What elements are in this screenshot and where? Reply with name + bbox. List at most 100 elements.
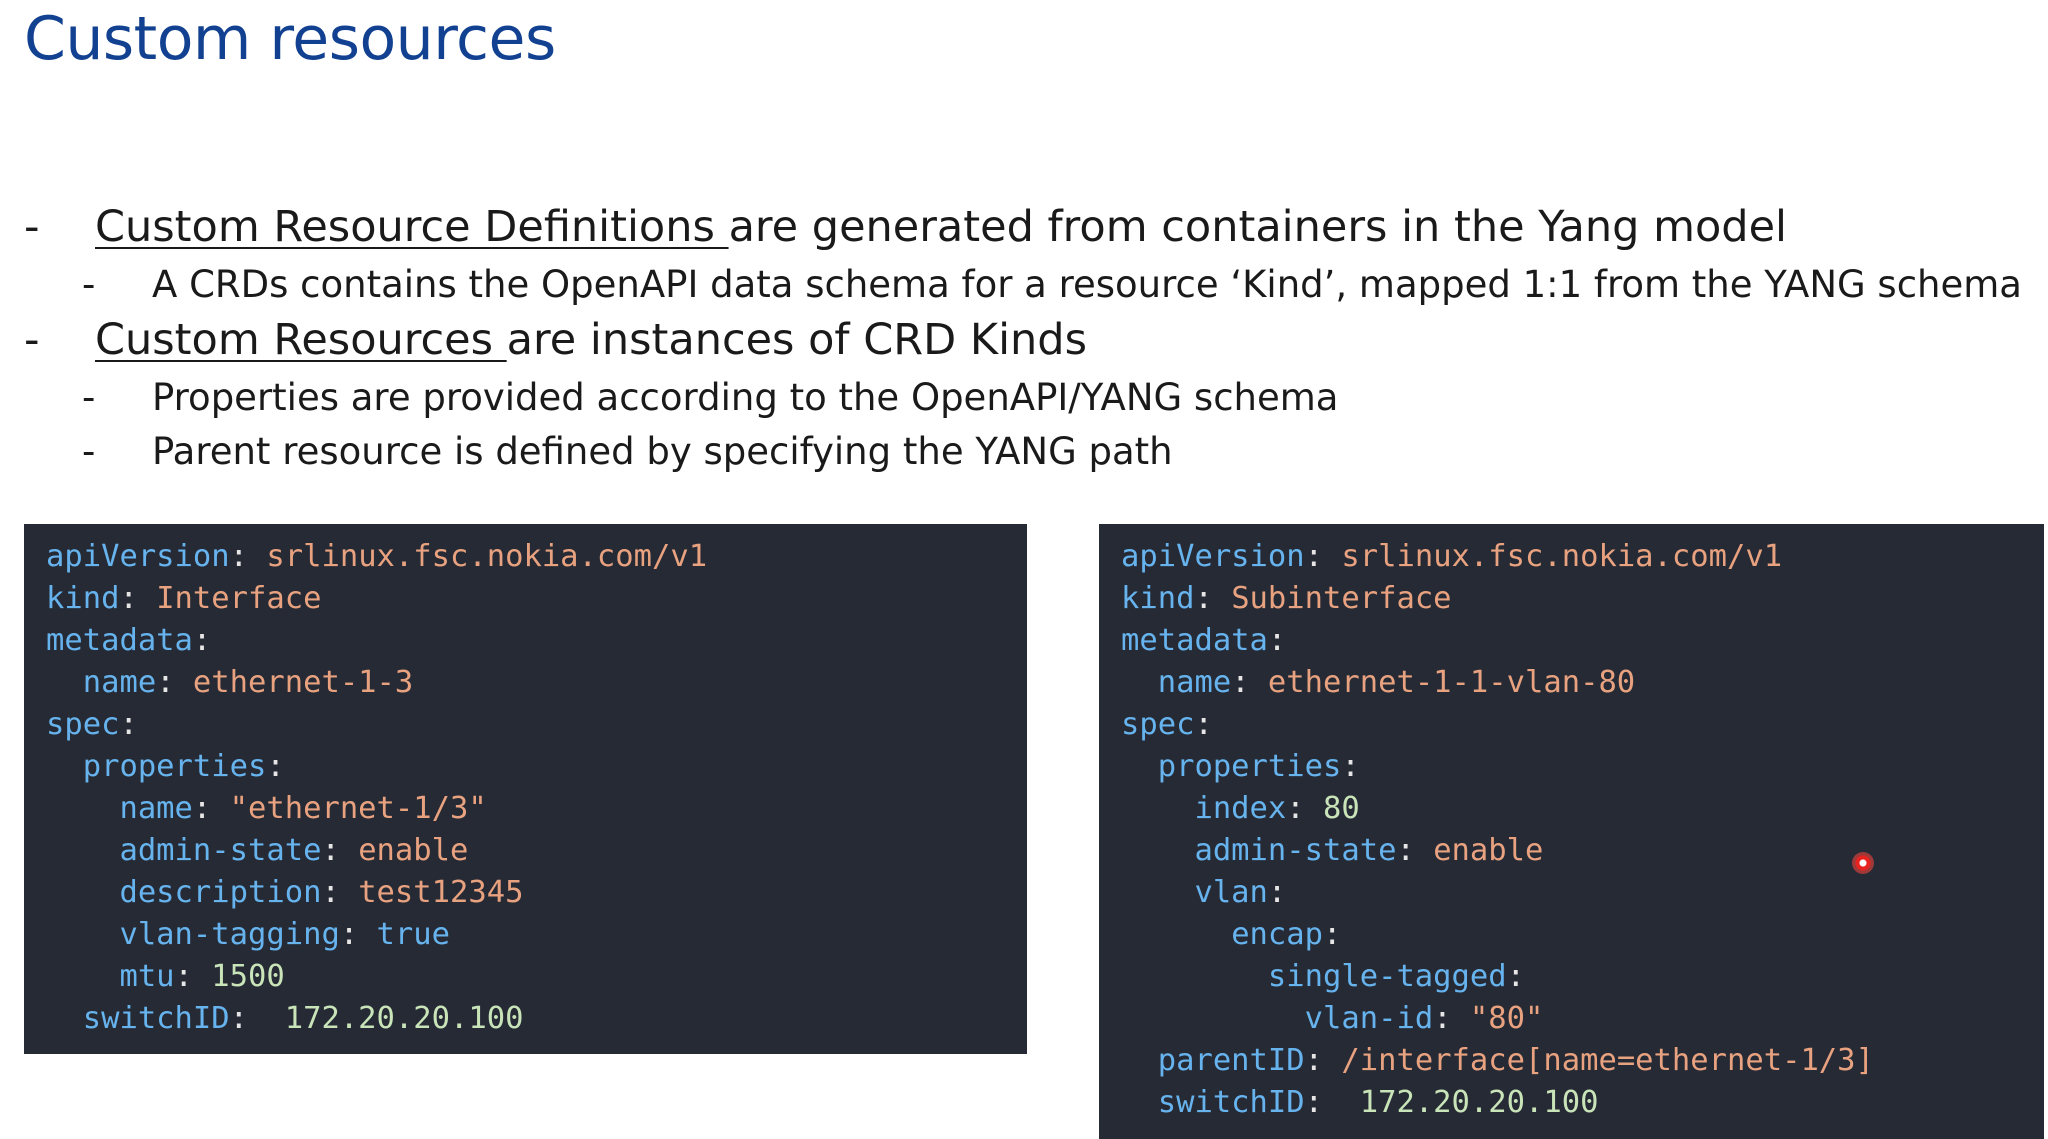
yaml-separator: : — [1304, 539, 1342, 574]
yaml-value: Interface — [156, 581, 322, 616]
yaml-value: "ethernet-1/3" — [229, 791, 487, 826]
code-line: admin-state: enable — [1121, 830, 2044, 872]
yaml-value: ethernet-1-1-vlan-80 — [1267, 665, 1636, 700]
code-line: admin-state: enable — [46, 830, 1027, 872]
sub-bullet-parent: Parent resource is defined by specifying… — [152, 430, 1173, 473]
yaml-value: enable — [358, 833, 469, 868]
yaml-key: name — [82, 665, 157, 700]
code-line: metadata: — [1121, 620, 2044, 662]
yaml-key: name — [1157, 665, 1232, 700]
yaml-key: single-tagged — [1267, 959, 1507, 994]
code-line: properties: — [1121, 746, 2044, 788]
yaml-key: vlan — [1194, 875, 1268, 910]
code-line: spec: — [46, 704, 1027, 746]
yaml-separator: : — [192, 623, 212, 658]
yaml-value: 80 — [1323, 791, 1360, 826]
yaml-value: enable — [1433, 833, 1544, 868]
code-indent — [46, 791, 119, 826]
code-line: mtu: 1500 — [46, 956, 1027, 998]
yaml-key: encap — [1231, 917, 1324, 952]
crd-link[interactable]: Custom Resource Definitions — [95, 202, 729, 252]
code-indent — [1121, 917, 1231, 952]
code-line: name: ethernet-1-3 — [46, 662, 1027, 704]
code-line: parentID: /interface[name=ethernet-1/3] — [1121, 1040, 2044, 1082]
code-line: apiVersion: srlinux.fsc.nokia.com/v1 — [1121, 536, 2044, 578]
bullet-cr-text: are instances of CRD Kinds — [506, 315, 1088, 365]
cr-link[interactable]: Custom Resources — [95, 315, 507, 365]
yaml-key: apiVersion — [46, 539, 230, 574]
yaml-separator: : — [192, 791, 230, 826]
yaml-separator: : — [1194, 581, 1232, 616]
code-line: index: 80 — [1121, 788, 2044, 830]
laser-pointer-icon — [1852, 852, 1874, 874]
code-line: metadata: — [46, 620, 1027, 662]
yaml-separator: : — [321, 875, 359, 910]
yaml-value: true — [376, 917, 450, 952]
code-indent — [1121, 875, 1194, 910]
code-indent — [1121, 665, 1158, 700]
code-line: name: ethernet-1-1-vlan-80 — [1121, 662, 2044, 704]
yaml-separator: : — [1323, 917, 1342, 952]
yaml-separator: : — [1267, 875, 1287, 910]
code-indent — [46, 875, 119, 910]
code-indent — [1121, 791, 1194, 826]
yaml-separator: : — [229, 539, 267, 574]
yaml-key: parentID — [1157, 1043, 1305, 1078]
yaml-value: 1500 — [211, 959, 285, 994]
code-indent — [1121, 749, 1158, 784]
yaml-key: mtu — [119, 959, 175, 994]
yaml-key: admin-state — [1194, 833, 1397, 868]
code-line: single-tagged: — [1121, 956, 2044, 998]
code-indent — [46, 833, 119, 868]
yaml-key: switchID — [1157, 1085, 1305, 1120]
bullet-cr: Custom Resources are instances of CRD Ki… — [95, 315, 1087, 365]
code-indent — [46, 1001, 83, 1036]
bullet-dash: - — [24, 202, 40, 252]
sub-bullet-dash: - — [82, 430, 96, 473]
yaml-key: apiVersion — [1121, 539, 1305, 574]
code-line: encap: — [1121, 914, 2044, 956]
yaml-separator: : — [1341, 749, 1360, 784]
yaml-key: switchID — [82, 1001, 230, 1036]
yaml-separator: : — [119, 581, 157, 616]
code-line: switchID: 172.20.20.100 — [1121, 1082, 2044, 1124]
yaml-value: Subinterface — [1231, 581, 1452, 616]
yaml-value: srlinux.fsc.nokia.com/v1 — [266, 539, 708, 574]
code-line: switchID: 172.20.20.100 — [46, 998, 1027, 1040]
yaml-separator: : — [1304, 1043, 1342, 1078]
code-line: apiVersion: srlinux.fsc.nokia.com/v1 — [46, 536, 1027, 578]
yaml-separator: : — [266, 749, 285, 784]
sub-bullet-properties: Properties are provided according to the… — [152, 376, 1339, 419]
yaml-separator: : — [1433, 1001, 1470, 1036]
yaml-key: kind — [1121, 581, 1195, 616]
yaml-key: description — [119, 875, 322, 910]
code-indent — [46, 749, 83, 784]
code-line: name: "ethernet-1/3" — [46, 788, 1027, 830]
yaml-key: metadata — [1121, 623, 1268, 658]
bullet-crd: Custom Resource Definitions are generate… — [95, 202, 1787, 252]
yaml-value: srlinux.fsc.nokia.com/v1 — [1341, 539, 1783, 574]
code-indent — [1121, 959, 1268, 994]
code-line: vlan: — [1121, 872, 2044, 914]
yaml-separator: : — [119, 707, 138, 742]
yaml-key: metadata — [46, 623, 193, 658]
yaml-separator: : — [339, 917, 377, 952]
yaml-key: kind — [46, 581, 120, 616]
yaml-key: spec — [46, 707, 120, 742]
bullet-dash: - — [24, 315, 40, 365]
sub-bullet-dash: - — [82, 376, 96, 419]
yaml-separator: : — [1286, 791, 1324, 826]
code-indent — [1121, 833, 1194, 868]
code-line: vlan-id: "80" — [1121, 998, 2044, 1040]
yaml-separator: : — [1267, 623, 1287, 658]
sub-bullet-crd-schema: A CRDs contains the OpenAPI data schema … — [152, 263, 2022, 306]
yaml-key: index — [1194, 791, 1287, 826]
slide-title: Custom resources — [24, 4, 556, 74]
yaml-value: 172.20.20.100 — [1359, 1085, 1599, 1120]
yaml-value: ethernet-1-3 — [192, 665, 414, 700]
code-indent — [46, 917, 119, 952]
code-line: kind: Subinterface — [1121, 578, 2044, 620]
